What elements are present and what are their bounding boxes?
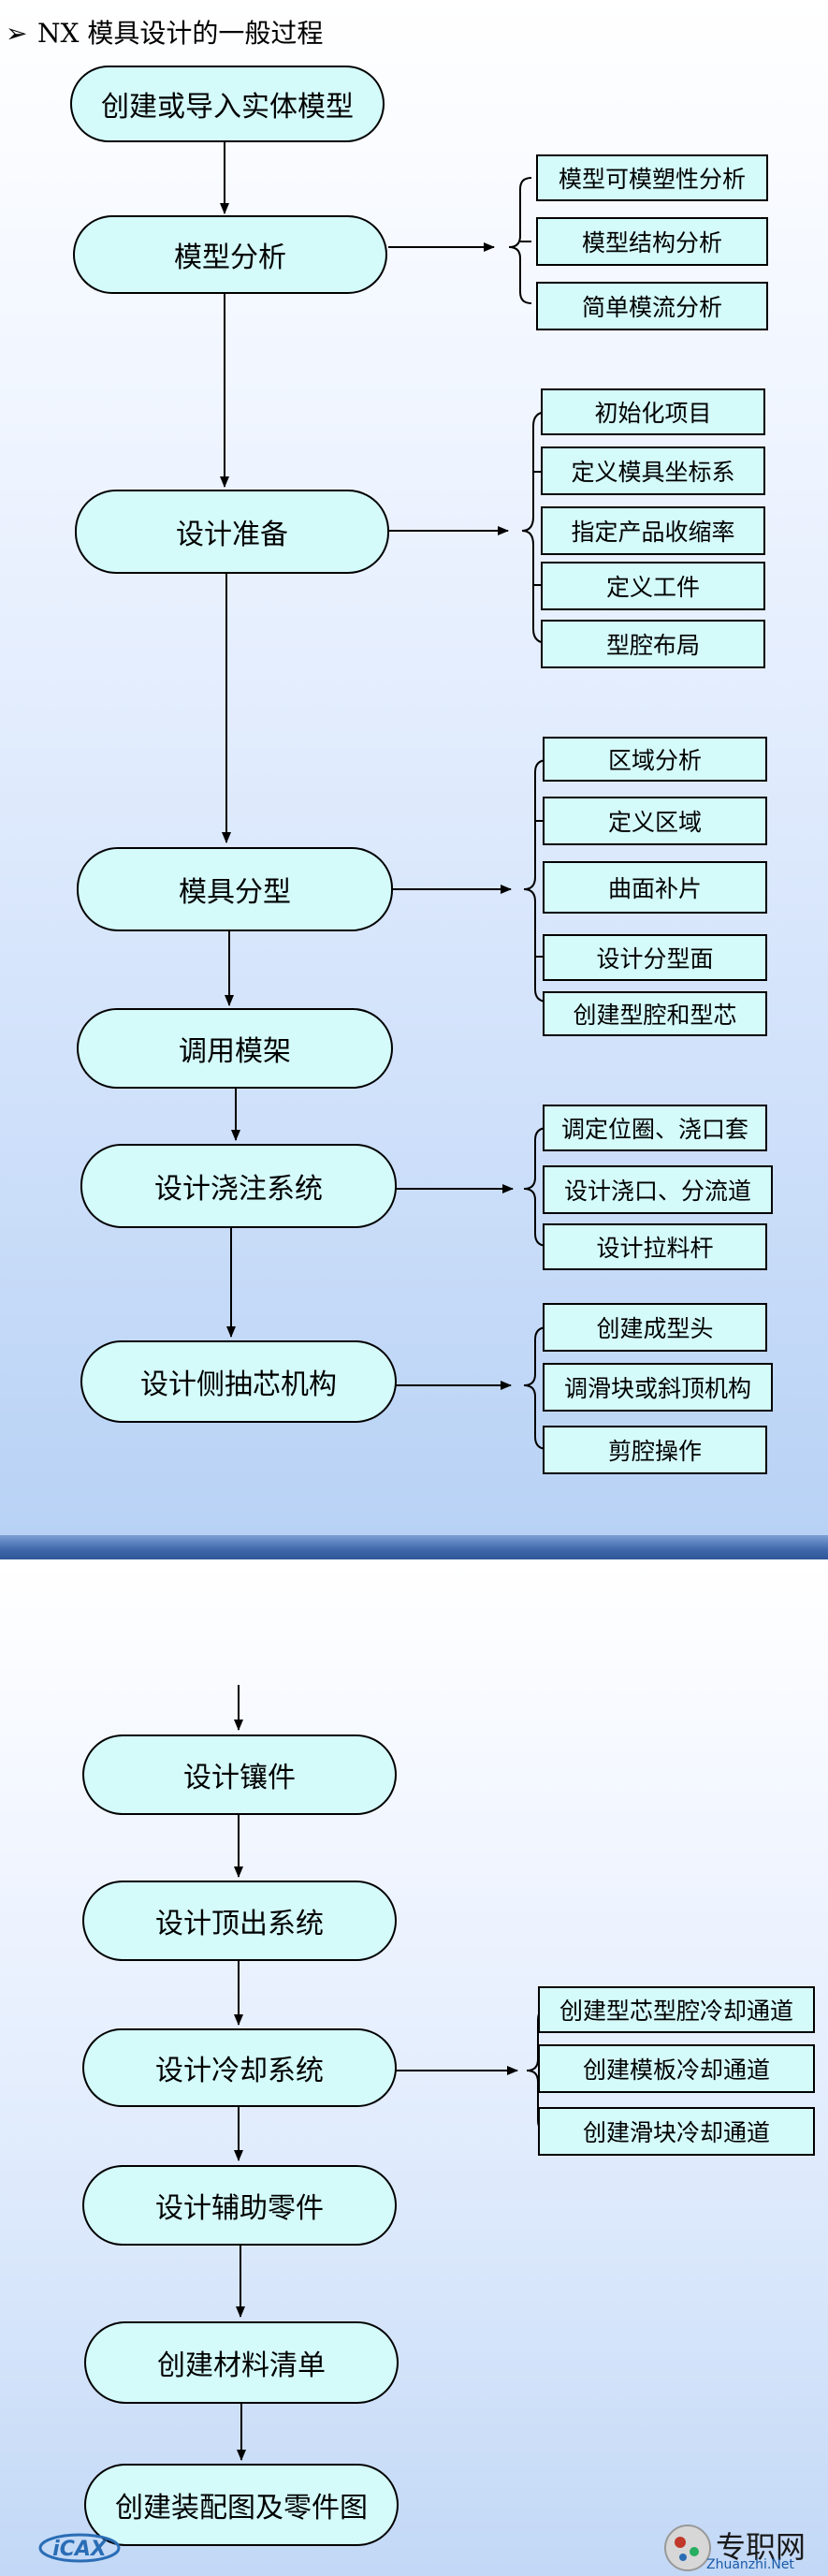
flow-node-model-analysis: 模型分析: [73, 215, 387, 294]
flow-node-gating-system: 设计浇注系统: [80, 1144, 397, 1228]
flow-node-drawings: 创建装配图及零件图: [84, 2464, 399, 2546]
gating-item: 调定位圈、浇口套: [543, 1105, 767, 1151]
prep-item: 型腔布局: [541, 620, 765, 668]
gating-item: 设计拉料杆: [543, 1223, 767, 1270]
flow-node-bom: 创建材料清单: [84, 2321, 399, 2404]
flow-node-mold-base: 调用模架: [77, 1008, 393, 1089]
flow-node-auxiliary: 设计辅助零件: [82, 2165, 397, 2246]
prep-item: 指定产品收缩率: [541, 506, 765, 555]
page-title: ➢ NX 模具设计的一般过程: [6, 13, 323, 51]
cooling-item: 创建模板冷却通道: [538, 2044, 815, 2093]
flow-node-inserts: 设计镶件: [82, 1734, 397, 1815]
analysis-item: 模型可模塑性分析: [536, 154, 768, 201]
icax-logo-icon: iCAX: [38, 2533, 121, 2563]
parting-item: 曲面补片: [543, 861, 767, 914]
parting-item: 创建型腔和型芯: [543, 991, 767, 1036]
prep-item: 定义模具坐标系: [541, 446, 765, 495]
flow-node-create-model: 创建或导入实体模型: [70, 66, 385, 142]
flow-node-design-prep: 设计准备: [75, 490, 389, 574]
zhuanzhi-logo-icon: [664, 2525, 711, 2571]
parting-item: 区域分析: [543, 737, 767, 782]
analysis-item: 简单模流分析: [536, 282, 768, 330]
flow-node-mold-parting: 模具分型: [77, 847, 393, 931]
flow-node-cooling: 设计冷却系统: [82, 2028, 397, 2107]
slide-item: 创建成型头: [543, 1303, 767, 1352]
cooling-item: 创建型芯型腔冷却通道: [538, 1986, 815, 2033]
prep-item: 初始化项目: [541, 388, 765, 435]
page-separator: [0, 1535, 828, 1559]
page-title-text: NX 模具设计的一般过程: [37, 18, 324, 49]
flow-node-slide-mechanism: 设计侧抽芯机构: [80, 1340, 397, 1423]
bullet-arrow-icon: ➢: [6, 18, 28, 49]
svg-text:iCAX: iCAX: [52, 2538, 108, 2561]
zhuanzhi-logo-text: 专职网: [716, 2529, 806, 2565]
parting-item: 设计分型面: [543, 934, 767, 981]
slide-item: 剪腔操作: [543, 1426, 767, 1474]
analysis-item: 模型结构分析: [536, 217, 768, 266]
prep-item: 定义工件: [541, 562, 765, 610]
cooling-item: 创建滑块冷却通道: [538, 2107, 815, 2156]
slide-item: 调滑块或斜顶机构: [543, 1363, 773, 1412]
parting-item: 定义区域: [543, 797, 767, 845]
gating-item: 设计浇口、分流道: [543, 1165, 773, 1214]
flow-node-ejection: 设计顶出系统: [82, 1881, 397, 1961]
zhuanzhi-logo-url: Zhuanzhi.Net: [706, 2557, 794, 2572]
